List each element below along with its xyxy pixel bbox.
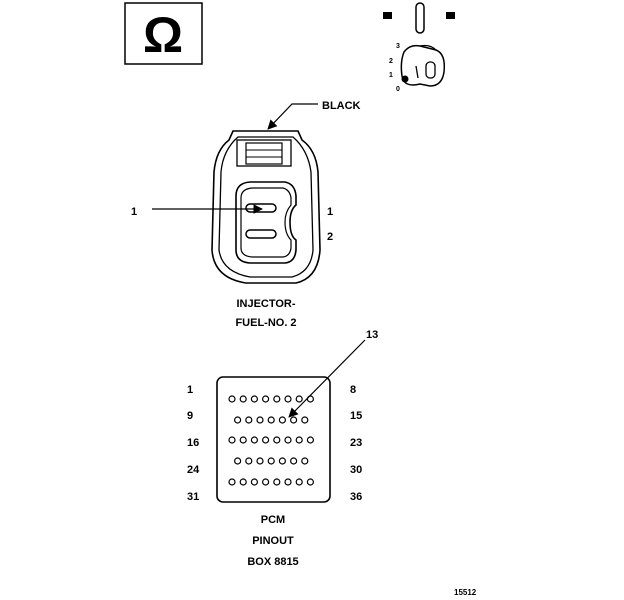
pcm-connector [216,339,366,503]
ohmmeter-icon: Ω [124,2,203,65]
pcm-pin-7 [295,395,303,403]
pcm-left-label-31: 31 [187,491,199,503]
injector-callout-label: 1 [131,206,137,218]
pcm-pin-2 [239,395,247,403]
injector-title-line2: FUEL-NO. 2 [235,317,296,329]
pcm-right-label-8: 8 [350,384,356,396]
pcm-pin-19 [262,436,270,444]
pcm-pin-14 [290,416,298,424]
pcm-pin-11 [256,416,264,424]
injector-pin-label-1: 1 [327,206,333,218]
key-position-0: 0 [396,86,400,93]
pcm-pin-9 [234,416,242,424]
pcm-pin-33 [250,478,258,486]
pcm-pin-25 [245,457,253,465]
pcm-left-label-16: 16 [187,437,199,449]
pcm-title-line2: PINOUT [252,535,294,547]
pcm-pin-1 [228,395,236,403]
pcm-pin-20 [273,436,281,444]
pcm-pin-6 [284,395,292,403]
pcm-pin-22 [295,436,303,444]
pcm-pin-grid [228,395,314,486]
pcm-pin-38 [306,478,314,486]
pcm-pin-29 [290,457,298,465]
pcm-left-label-9: 9 [187,410,193,422]
pcm-pin-18 [250,436,258,444]
injector-pin-label-2: 2 [327,231,333,243]
ohm-symbol: Ω [143,7,183,63]
pcm-title-line3: BOX 8815 [247,556,298,568]
pcm-pin-13 [278,416,286,424]
pcm-pin-23 [306,436,314,444]
pcm-pin-37 [295,478,303,486]
pcm-pin-30 [301,457,309,465]
pcm-pin-32 [239,478,247,486]
pcm-left-label-24: 24 [187,464,200,476]
key-position-1: 1 [389,72,393,79]
pcm-right-label-15: 15 [350,410,362,422]
pcm-pin-15 [301,416,309,424]
pcm-pin-21 [284,436,292,444]
pcm-pin-24 [234,457,242,465]
black-leader-arrow [267,103,318,130]
pcm-left-label-1: 1 [187,384,193,396]
injector-pin-2 [245,229,277,239]
wire-color-label: BLACK [322,100,361,112]
pcm-pin-10 [245,416,253,424]
pcm-pin-26 [256,457,264,465]
injector-pin-1 [245,203,277,213]
pcm-pin-27 [267,457,275,465]
pcm-title-line1: PCM [261,514,285,526]
pcm-pin-35 [273,478,281,486]
figure-number: 15512 [454,588,477,597]
pcm-right-label-36: 36 [350,491,362,503]
pcm-callout-label: 13 [366,329,378,341]
callout-13-arrow [288,339,366,418]
pcm-pin-28 [278,457,286,465]
injector-title-line1: INJECTOR- [236,298,295,310]
pcm-pin-12 [267,416,275,424]
pcm-pin-5 [273,395,281,403]
pcm-pin-36 [284,478,292,486]
key-position-3: 3 [396,43,400,50]
pcm-pin-34 [262,478,270,486]
pcm-pin-16 [228,436,236,444]
key-position-2: 2 [389,58,393,65]
pcm-pin-4 [262,395,270,403]
pcm-right-label-30: 30 [350,464,362,476]
pcm-pin-3 [250,395,258,403]
pcm-right-label-23: 23 [350,437,362,449]
pcm-pin-17 [239,436,247,444]
ignition-key-icon: 3 2 1 0 [383,2,455,93]
pcm-pin-31 [228,478,236,486]
injector-connector [152,103,321,284]
